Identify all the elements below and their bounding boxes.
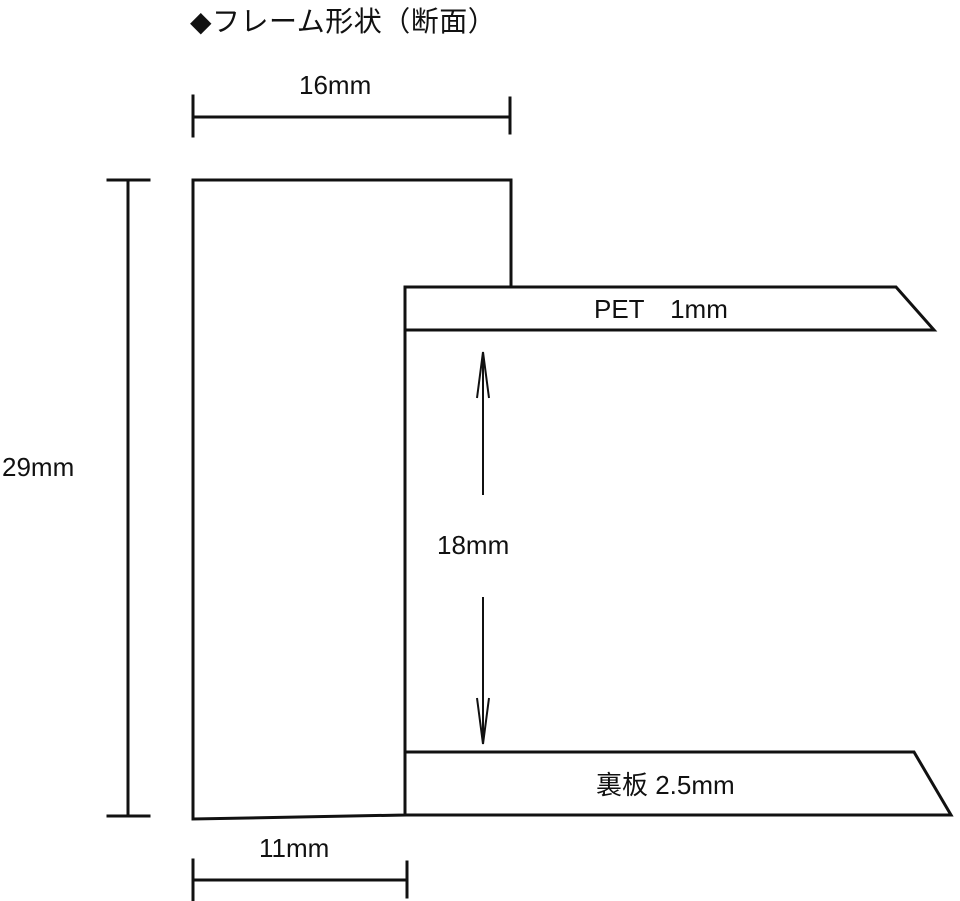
pet-layer	[403, 285, 938, 332]
dimension-18mm-label: 18mm	[437, 530, 510, 560]
dimension-11mm-line	[191, 858, 409, 901]
pet-layer-label: PET 1mm	[594, 294, 728, 324]
dimension-29mm-line	[106, 178, 151, 818]
back-board-label: 裏板 2.5mm	[596, 770, 735, 800]
back-board-layer	[403, 750, 954, 817]
dimension-29mm-label: 29mm	[2, 452, 75, 482]
frame-profile	[191, 178, 513, 821]
dimension-18mm-arrows	[476, 351, 490, 745]
dimension-16mm-label: 16mm	[299, 70, 372, 100]
diagram-title: ◆フレーム形状（断面）	[190, 5, 497, 38]
dimension-16mm-line	[191, 94, 512, 138]
dimension-11mm-label: 11mm	[259, 833, 330, 863]
